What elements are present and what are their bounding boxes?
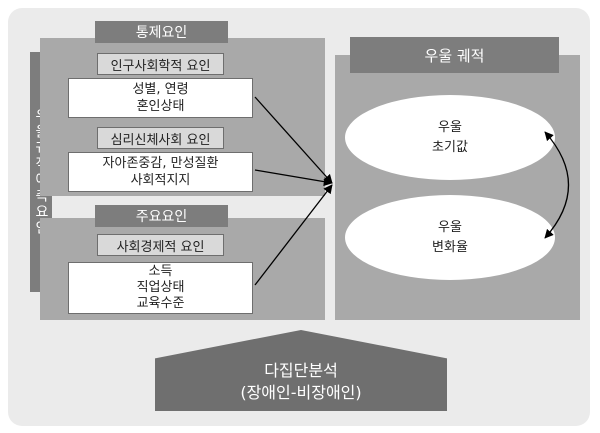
demographic-item: 혼인상태 <box>136 99 185 114</box>
change-rate-label: 변화율 <box>432 239 468 255</box>
banner-line-1: 다집단분석 <box>264 360 338 380</box>
main-factors-title: 주요요인 <box>95 205 228 227</box>
psychosocial-factor-box: 자아존중감, 만성질환 사회적지지 <box>68 152 253 192</box>
socioeconomic-factor-title: 사회경제적 요인 <box>97 234 224 256</box>
banner-line-2: (장애인-비장애인) <box>240 382 362 402</box>
socioeconomic-item: 교육수준 <box>136 296 185 311</box>
socioeconomic-item: 직업상태 <box>136 280 185 295</box>
trajectory-title: 우울 궤적 <box>350 37 559 73</box>
socioeconomic-factor-box: 소득 직업상태 교육수준 <box>68 262 253 314</box>
initial-value-label: 우울 <box>438 119 462 135</box>
psychosocial-item: 자아존중감, 만성질환 <box>102 156 219 171</box>
demographic-item: 성별, 연령 <box>132 82 189 97</box>
arrow-socioeconomic <box>254 184 333 286</box>
socioeconomic-item: 소득 <box>148 264 173 279</box>
change-rate-ellipse: 우울 변화율 <box>345 195 555 280</box>
initial-value-label: 초기값 <box>432 139 468 155</box>
demographic-factor-title: 인구사회학적 요인 <box>97 53 224 75</box>
arrow-psychosocial <box>254 169 333 187</box>
psychosocial-item: 사회적지지 <box>130 173 191 188</box>
psychosocial-factor-title: 심리신체사회 요인 <box>97 127 224 149</box>
control-factors-title: 통제요인 <box>95 21 228 43</box>
initial-value-ellipse: 우울 초기값 <box>345 95 555 180</box>
change-rate-label: 우울 <box>438 219 462 235</box>
arrow-demographic <box>254 96 333 184</box>
demographic-factor-box: 성별, 연령 혼인상태 <box>68 78 253 118</box>
arrow-correlation <box>544 131 570 239</box>
